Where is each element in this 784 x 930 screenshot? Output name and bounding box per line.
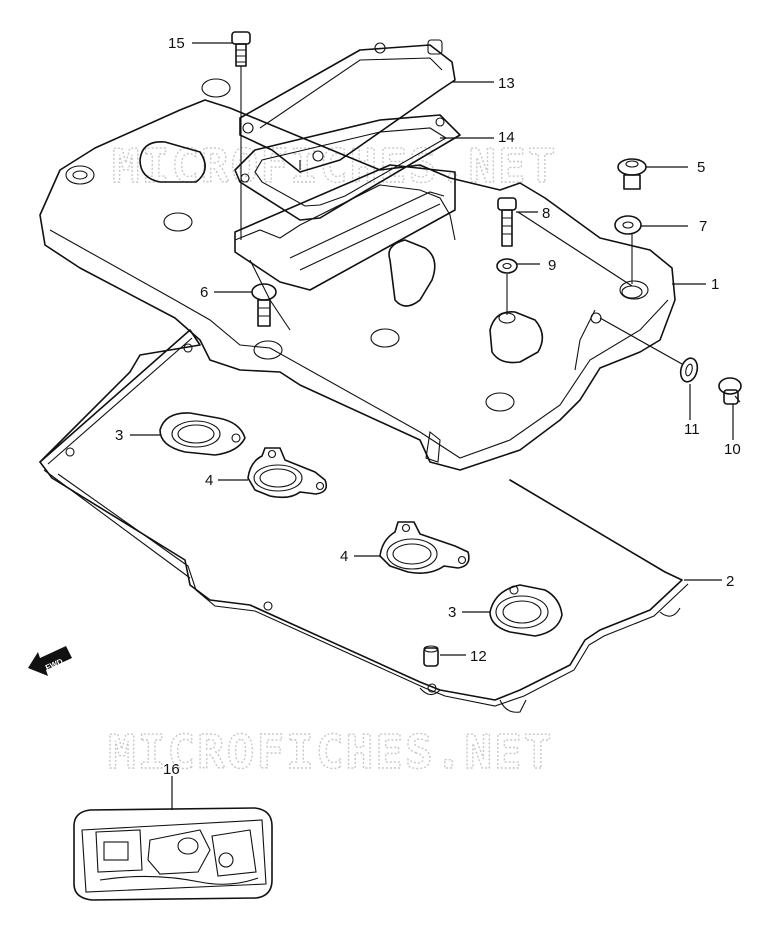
part-4-spark-plug-gasket-lower — [379, 521, 470, 574]
part-6-bolt — [251, 283, 277, 327]
part-3-spark-plug-gasket-lower — [489, 584, 563, 637]
callout-4-lower: 4 — [340, 548, 348, 565]
part-10-plug — [718, 377, 742, 405]
watermark-bottom: MICROFICHES.NET — [108, 725, 553, 779]
callout-16: 16 — [163, 761, 180, 778]
callout-12: 12 — [470, 648, 487, 665]
callout-13: 13 — [498, 75, 515, 92]
part-14-breather-gasket — [234, 114, 461, 221]
callout-labels: 15 13 14 5 7 8 9 1 6 11 10 3 4 4 3 12 2 … — [115, 35, 741, 778]
part-5-cap-nut — [617, 158, 647, 190]
part-4-spark-plug-gasket-upper — [247, 447, 328, 499]
callout-3-upper: 3 — [115, 427, 123, 444]
part-13-breather-cover — [239, 39, 456, 173]
fwd-arrow-icon: FWD — [28, 646, 72, 676]
callout-9: 9 — [548, 257, 556, 274]
callout-14: 14 — [498, 129, 515, 146]
callout-2: 2 — [726, 573, 734, 590]
part-7-washer — [614, 215, 643, 299]
callout-4-upper: 4 — [205, 472, 213, 489]
part-12-dowel-pin — [423, 645, 439, 667]
part-2-cover-gasket — [39, 329, 689, 713]
part-15-bolt — [231, 31, 251, 240]
breather-chamber — [234, 164, 456, 291]
part-9-washer — [496, 258, 518, 324]
callout-6: 6 — [200, 284, 208, 301]
callout-7: 7 — [699, 218, 707, 235]
part-16-gasket-set — [73, 807, 273, 901]
callout-5: 5 — [697, 159, 705, 176]
callout-15: 15 — [168, 35, 185, 52]
watermark-top: MICROFICHES.NET — [112, 139, 557, 193]
part-3-spark-plug-gasket-upper — [159, 412, 246, 456]
callout-10: 10 — [724, 441, 741, 458]
part-8-bolt — [497, 197, 517, 247]
callout-8: 8 — [542, 205, 550, 222]
callout-1: 1 — [711, 276, 719, 293]
part-11-washer — [679, 357, 699, 383]
leader-lines — [130, 42, 734, 810]
callout-3-lower: 3 — [448, 604, 456, 621]
callout-11: 11 — [684, 421, 700, 438]
